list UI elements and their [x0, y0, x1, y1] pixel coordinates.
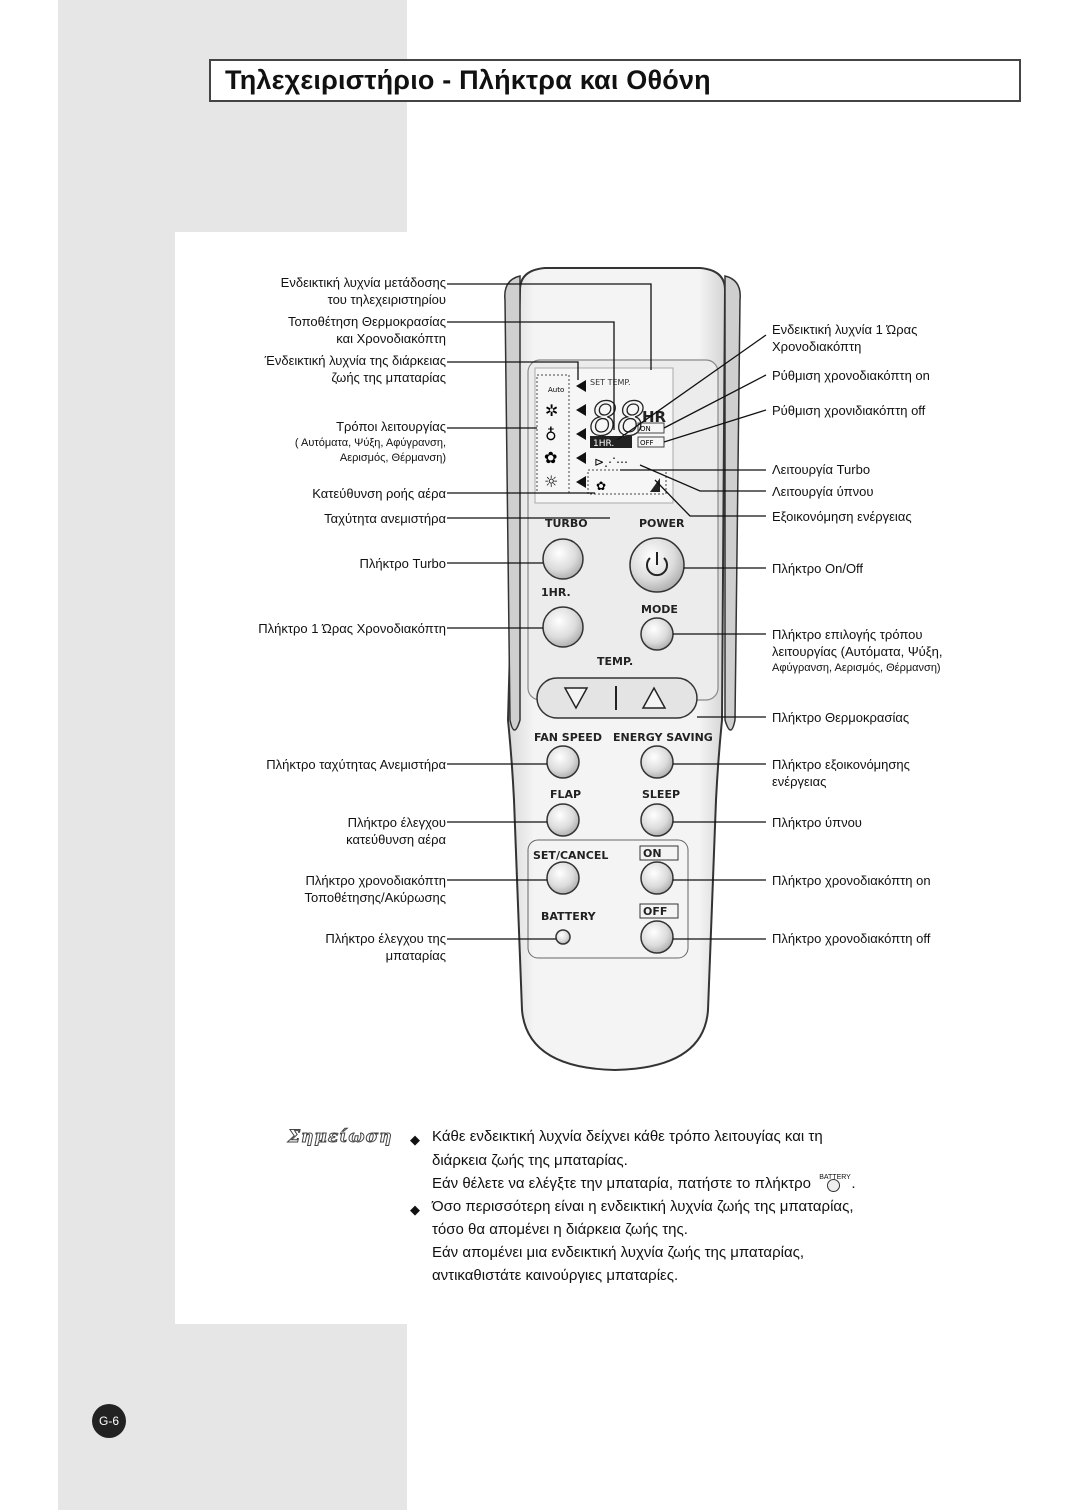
label-timer-off-key: Πλήκτρο χρονοδιακόπτη off [772, 931, 931, 946]
note-1-line1: Κάθε ενδεικτική λυχνία δείχνει κάθε τρόπ… [432, 1128, 823, 1145]
label-one-hour-key: Πλήκτρο 1 Ώρας Χρονοδιακόπτη [258, 621, 446, 636]
flap-button[interactable] [546, 803, 580, 837]
lcd-dry-icon: ♁ [545, 425, 557, 444]
sleep-button[interactable] [640, 803, 674, 837]
label-temp: TEMP. [597, 655, 633, 668]
label-sleep-mode: Λειτουργία ύπνου [772, 484, 874, 499]
label-power: POWER [639, 517, 685, 530]
note-2-line3: Εάν απομένει μια ενδεικτική λυχνία ζωής … [432, 1244, 805, 1261]
lcd-hr: HR [642, 408, 667, 426]
energy-saving-button[interactable] [640, 745, 674, 779]
label-on: ON [643, 847, 662, 860]
label-turbo-mode: Λειτουργία Turbo [772, 462, 871, 477]
label-1hr: 1HR. [541, 586, 571, 599]
label-air-direction: Κατεύθυνση ροής αέρα [312, 486, 446, 501]
lcd-off: OFF [640, 439, 654, 447]
battery-inline-button: BATTERY [819, 1173, 851, 1195]
battery-indicator-arrows [576, 380, 586, 488]
lcd-flap-icon: ⊳⋰⋯ [594, 455, 628, 469]
label-turbo: TURBO [545, 517, 588, 530]
label-set-cancel: SET/CANCEL [533, 849, 608, 862]
fan-speed-button[interactable] [546, 745, 580, 779]
label-energy-saving-mode: Εξοικονόμηση ενέργειας [772, 509, 912, 524]
mode-button[interactable] [640, 617, 674, 651]
label-fan-speed-display: Ταχύτητα ανεμιστήρα [324, 511, 446, 526]
label-operation-modes: Τρόποι λειτουργίας [336, 419, 446, 434]
label-fan-speed-key: Πλήκτρο ταχύτητας Ανεμιστήρα [266, 757, 446, 772]
note-1-line2: διάρκεια ζωής της μπαταρίας. [432, 1152, 628, 1169]
lcd-set-temp: SET TEMP. [590, 378, 631, 387]
modes-legend: ( Αυτόματα, Ψύξη, Αφύγρανση,Αερισμός, Θέ… [294, 437, 446, 464]
battery-button[interactable] [555, 929, 571, 945]
temp-down-button[interactable] [563, 687, 589, 710]
label-off: OFF [643, 905, 667, 918]
label-battery: BATTERY [541, 910, 597, 923]
label-fan-speed: FAN SPEED [534, 731, 602, 744]
note-1-line3: Εάν θέλετε να ελέγξτε την μπαταρία, πατή… [432, 1173, 856, 1195]
label-turbo-key: Πλήκτρο Turbo [359, 556, 446, 571]
temp-up-button[interactable] [641, 686, 667, 709]
set-cancel-button[interactable] [546, 861, 580, 895]
timer-on-button[interactable] [640, 861, 674, 895]
note-bullet-icon: ◆ [410, 1132, 420, 1147]
note-2-line1: Όσο περισσότερη είναι η ενδεικτική λυχνί… [432, 1198, 854, 1215]
label-mode: MODE [641, 603, 678, 616]
note-2-line4: αντικαθιστάτε καινούργιες μπαταρίες. [432, 1267, 679, 1284]
lcd-fan-speed-icon: ✿ [596, 479, 606, 493]
note-2-line2: τόσο θα απομένει η διάρκεια ζωής της. [432, 1221, 688, 1238]
label-timer-off-setting: Ρύθμιση χρονιδιακόπτη off [772, 403, 926, 418]
lcd-fan-icon: ✿ [544, 448, 557, 467]
label-energy-saving: ENERGY SAVING [613, 731, 713, 744]
lcd-1hr: 1HR. [593, 439, 614, 449]
lcd-auto-icon: Auto [548, 386, 564, 394]
timer-off-button[interactable] [640, 920, 674, 954]
label-timer-on-setting: Ρύθμιση χρονοδιακόπτη on [772, 368, 930, 383]
right-leader-lines [616, 334, 767, 940]
lcd-heat-icon: ☼ [544, 472, 558, 491]
lcd-on: ON [640, 425, 651, 433]
note-title: Σημείωση [287, 1127, 393, 1148]
lcd-cool-icon: ✲ [545, 401, 558, 420]
label-temperature-key: Πλήκτρο Θερμοκρασίας [772, 710, 910, 725]
label-on-off-key: Πλήκτρο On/Off [772, 561, 864, 576]
title-box: Τηλεχειριστήριο - Πλήκτρα και Οθόνη [209, 59, 1021, 102]
page-title: Τηλεχειριστήριο - Πλήκτρα και Οθόνη [225, 65, 711, 95]
turbo-button[interactable] [542, 538, 584, 580]
left-leader-lines [447, 283, 652, 940]
label-timer-on-key: Πλήκτρο χρονοδιακόπτη on [772, 873, 931, 888]
note-bullet-icon: ◆ [410, 1202, 420, 1217]
label-sleep: SLEEP [642, 788, 680, 801]
page-number: G-6 [92, 1404, 126, 1438]
label-sleep-key: Πλήκτρο ύπνου [772, 815, 862, 830]
one-hour-button[interactable] [542, 606, 584, 648]
label-flap: FLAP [550, 788, 581, 801]
